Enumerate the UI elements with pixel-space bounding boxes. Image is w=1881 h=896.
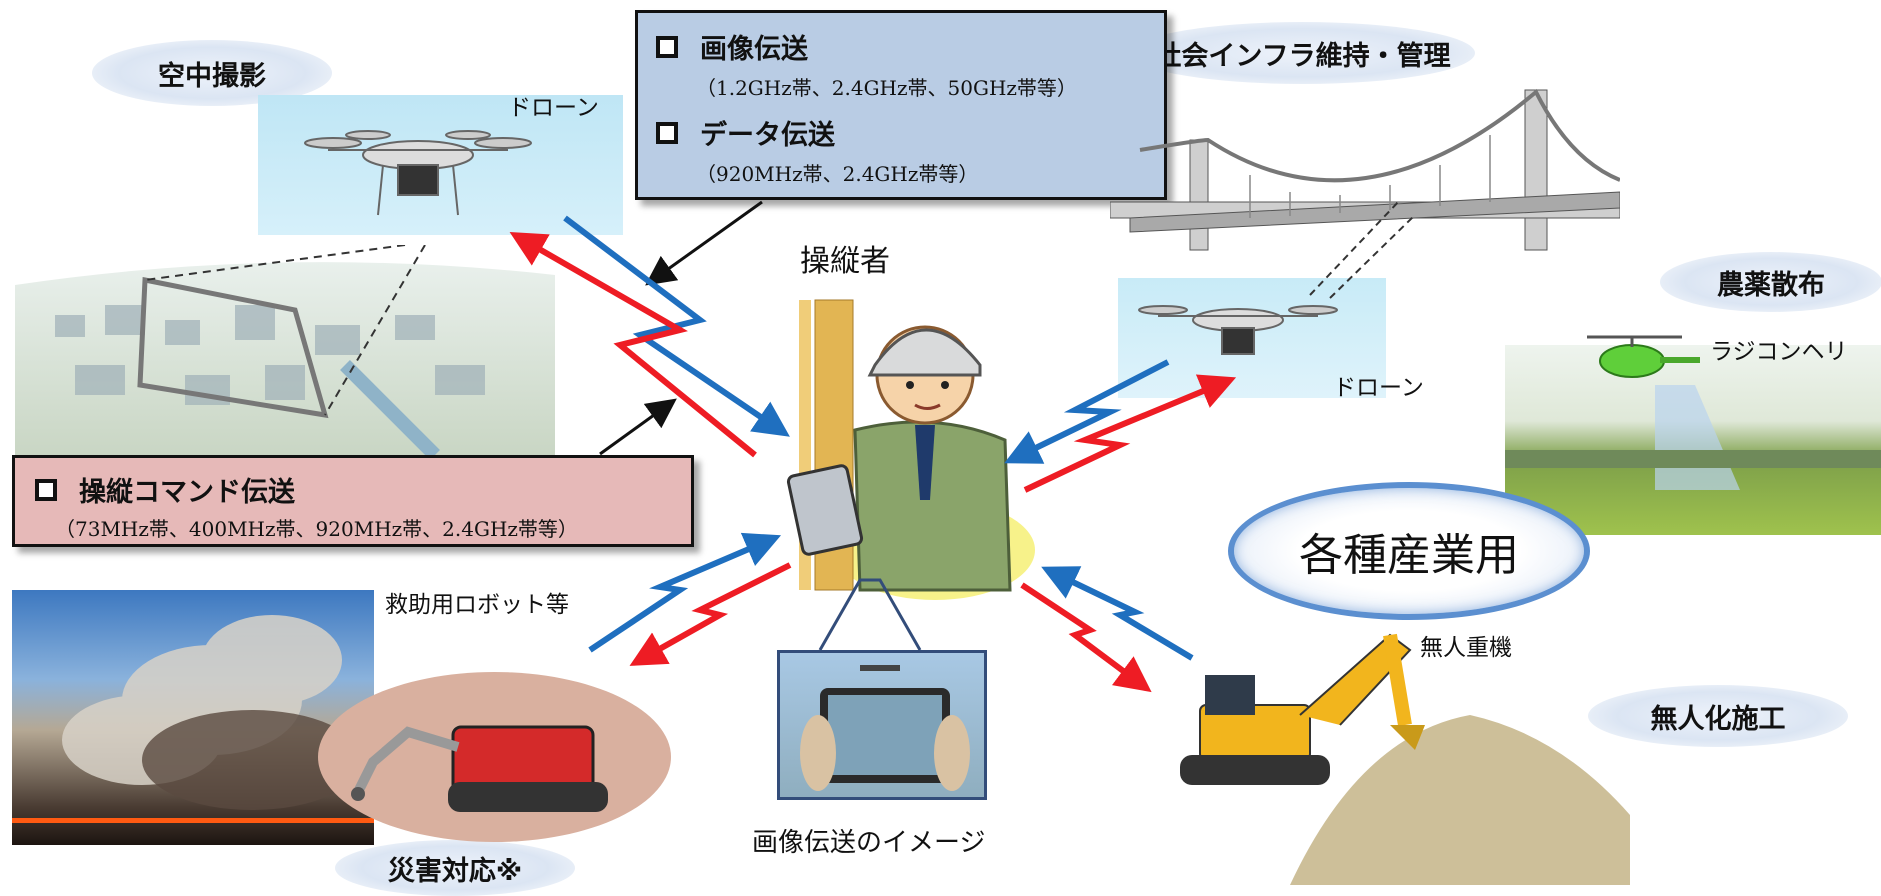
aerial-photography-label: 空中撮影 [92, 40, 332, 106]
uplink-arrow [1023, 374, 1237, 493]
tablet-pointer [818, 578, 922, 651]
rice-field-photo [1505, 345, 1881, 535]
unmanned-heavy-caption: 無人重機 [1420, 635, 1512, 661]
drone-icon [1138, 305, 1338, 355]
excavator-image [1140, 615, 1630, 885]
drone-top-caption: ドローン [508, 95, 599, 121]
tablet-image-transfer-photo [777, 650, 987, 800]
inspection-dashed-lines [1309, 199, 1416, 299]
aerial-drone-photo [258, 95, 623, 235]
bullet-square-icon [656, 121, 678, 144]
operator-figure [786, 299, 1035, 600]
excavator-icon [1180, 633, 1425, 785]
bullet-square-icon [656, 35, 678, 58]
command-transmission-title: 操縦コマンド伝送 [79, 477, 295, 508]
command-transmission-box: 操縦コマンド伝送 （73MHz帯、400MHz帯、920MHz帯、2.4GHz帯… [12, 455, 694, 547]
data-transmission-bands: （920MHz帯、2.4GHz帯等） [696, 162, 979, 186]
pesticide-spraying-label: 農薬散布 [1660, 252, 1881, 312]
wildfire-photo [12, 590, 374, 845]
rescue-robot-image [318, 672, 671, 842]
bullet-square-icon [35, 478, 57, 501]
downlink-arrow [1004, 359, 1170, 464]
inspection-drone-photo [1118, 278, 1386, 398]
disaster-response-label: 災害対応※ [335, 840, 575, 896]
image-data-transmission-box: 画像伝送 （1.2GHz帯、2.4GHz帯、50GHz帯等） データ伝送 （92… [635, 10, 1167, 200]
industrial-use-ellipse: 各種産業用 [1228, 482, 1590, 620]
infrastructure-label: 社会インフラ維持・管理 [1130, 22, 1475, 84]
uplink-arrow [509, 232, 757, 458]
image-transmission-title: 画像伝送 [700, 34, 808, 65]
uplink-arrow [629, 562, 792, 666]
city-aerial-photo [15, 245, 555, 455]
downlink-arrow [1041, 566, 1194, 661]
operator-caption: 操縦者 [800, 244, 890, 279]
image-transmission-bands: （1.2GHz帯、2.4GHz帯、50GHz帯等） [696, 76, 1077, 100]
rc-heli-caption: ラジコンヘリ [1710, 339, 1848, 365]
tablet-icon [786, 464, 864, 556]
drone-icon [304, 130, 532, 216]
image-transfer-caption: 画像伝送のイメージ [752, 828, 986, 858]
downlink-arrow [588, 532, 782, 653]
suspension-bridge-image [1110, 80, 1620, 260]
command-transmission-bands: （73MHz帯、400MHz帯、920MHz帯、2.4GHz帯等） [55, 517, 578, 541]
unmanned-construction-label: 無人化施工 [1588, 685, 1848, 747]
data-transmission-title: データ伝送 [700, 120, 835, 151]
rc-helicopter-icon [1587, 335, 1700, 378]
drone-right-caption: ドローン [1333, 375, 1424, 401]
uplink-arrow [1020, 582, 1152, 693]
rescue-robot-caption: 救助用ロボット等 [385, 592, 569, 618]
